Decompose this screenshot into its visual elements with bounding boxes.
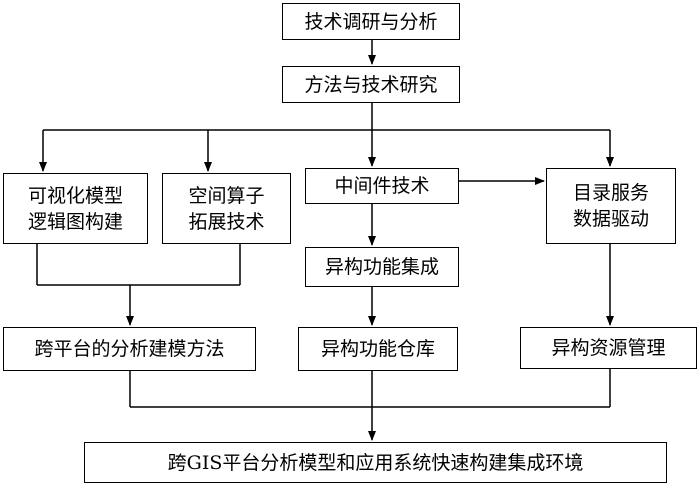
node-heterogeneous-resource: 异构资源管理 <box>520 327 697 369</box>
node-visual-modeling-line2: 逻辑图构建 <box>27 210 123 233</box>
node-cross-platform-method-label: 跨平台的分析建模方法 <box>34 338 225 360</box>
node-method-research-label: 方法与技术研究 <box>304 73 438 96</box>
node-heterogeneous-integration-label: 异构功能集成 <box>324 256 439 278</box>
node-spatial-operator-line1: 空间算子 <box>188 184 265 207</box>
node-final-environment-label: 跨GIS平台分析模型和应用系统快速构建集成环境 <box>167 451 584 474</box>
node-heterogeneous-repository-label: 异构功能仓库 <box>320 338 435 360</box>
node-heterogeneous-repository: 异构功能仓库 <box>298 327 458 371</box>
node-method-research: 方法与技术研究 <box>282 66 460 103</box>
node-catalog-service-line2: 数据驱动 <box>572 208 649 230</box>
node-spatial-operator: 空间算子 拓展技术 <box>162 173 291 244</box>
node-visual-modeling: 可视化模型 逻辑图构建 <box>3 173 148 244</box>
node-spatial-operator-line2: 拓展技术 <box>188 210 265 233</box>
node-tech-research-label: 技术调研与分析 <box>304 10 438 33</box>
node-catalog-service-line1: 目录服务 <box>572 182 649 204</box>
node-cross-platform-method: 跨平台的分析建模方法 <box>3 327 256 371</box>
node-visual-modeling-line1: 可视化模型 <box>27 184 123 207</box>
node-heterogeneous-resource-label: 异构资源管理 <box>551 337 666 359</box>
node-middleware-label: 中间件技术 <box>334 175 430 197</box>
node-heterogeneous-integration: 异构功能集成 <box>305 247 459 287</box>
node-catalog-service: 目录服务 数据驱动 <box>546 168 676 244</box>
node-final-environment: 跨GIS平台分析模型和应用系统快速构建集成环境 <box>84 442 667 483</box>
node-tech-research: 技术调研与分析 <box>282 3 460 40</box>
node-middleware: 中间件技术 <box>305 168 459 204</box>
